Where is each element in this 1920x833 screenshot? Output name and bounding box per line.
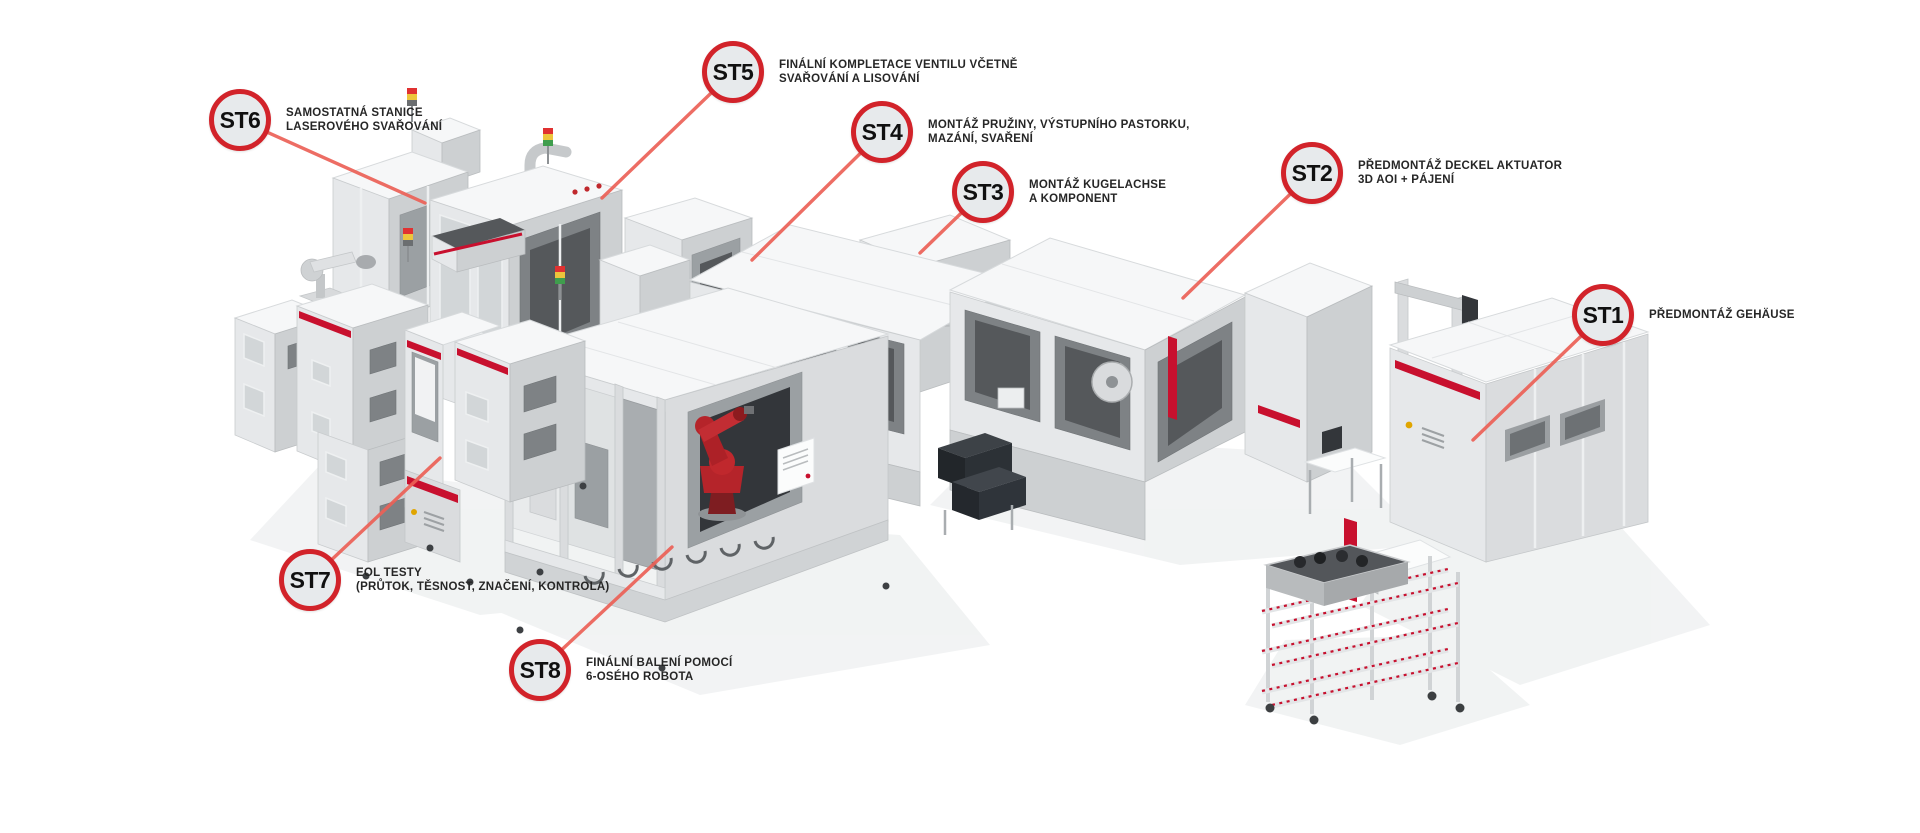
station-desc-st8: FINÁLNÍ BALENÍ POMOCÍ 6-OSÉHO ROBOTA	[586, 656, 733, 684]
station-desc-st7: EOL TESTY (PRŮTOK, TĚSNOST, ZNAČENÍ, KON…	[356, 566, 610, 594]
station-badge-st3[interactable]: ST3	[952, 161, 1014, 223]
station-badge-st8[interactable]: ST8	[509, 639, 571, 701]
station-label-st3: ST3 MONTÁŽ KUGELACHSE A KOMPONENT	[952, 161, 1166, 223]
station-badge-st4[interactable]: ST4	[851, 101, 913, 163]
station-badge-st5[interactable]: ST5	[702, 41, 764, 103]
station-label-st1: ST1 PŘEDMONTÁŽ GEHÄUSE	[1572, 284, 1795, 346]
station-desc-st5: FINÁLNÍ KOMPLETACE VENTILU VČETNĚ SVAŘOV…	[779, 58, 1018, 86]
station-label-st4: ST4 MONTÁŽ PRUŽINY, VÝSTUPNÍHO PASTORKU,…	[851, 101, 1190, 163]
station-desc-st2: PŘEDMONTÁŽ DECKEL AKTUATOR 3D AOI + PÁJE…	[1358, 159, 1563, 187]
station-desc-st6: SAMOSTATNÁ STANICE LASEROVÉHO SVAŘOVÁNÍ	[286, 106, 443, 134]
station-label-st2: ST2 PŘEDMONTÁŽ DECKEL AKTUATOR 3D AOI + …	[1281, 142, 1562, 204]
station-badge-st1[interactable]: ST1	[1572, 284, 1634, 346]
station-label-st6: ST6 SAMOSTATNÁ STANICE LASEROVÉHO SVAŘOV…	[209, 89, 442, 151]
station-desc-st4: MONTÁŽ PRUŽINY, VÝSTUPNÍHO PASTORKU, MAZ…	[928, 118, 1190, 146]
station-badge-st6[interactable]: ST6	[209, 89, 271, 151]
station-badge-st7[interactable]: ST7	[279, 549, 341, 611]
station-label-st5: ST5 FINÁLNÍ KOMPLETACE VENTILU VČETNĚ SV…	[702, 41, 1018, 103]
station-label-st8: ST8 FINÁLNÍ BALENÍ POMOCÍ 6-OSÉHO ROBOTA	[509, 639, 732, 701]
station-desc-st1: PŘEDMONTÁŽ GEHÄUSE	[1649, 308, 1795, 321]
station-label-st7: ST7 EOL TESTY (PRŮTOK, TĚSNOST, ZNAČENÍ,…	[279, 549, 609, 611]
material-cart	[1261, 544, 1465, 725]
station-badge-st2[interactable]: ST2	[1281, 142, 1343, 204]
station-desc-st3: MONTÁŽ KUGELACHSE A KOMPONENT	[1029, 178, 1167, 206]
st7-eol-cluster	[295, 228, 587, 586]
leader-st6	[238, 118, 427, 205]
